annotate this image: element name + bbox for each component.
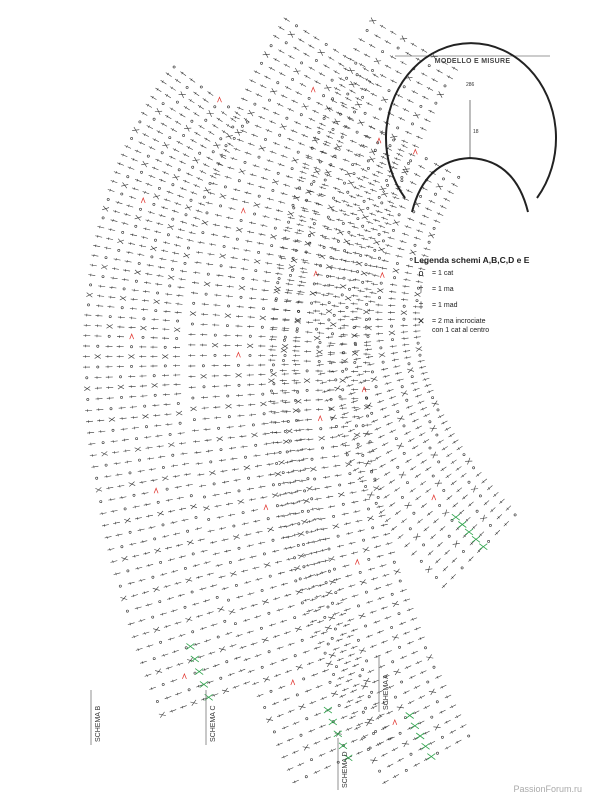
schema-d-label: SCHEMA D — [337, 738, 349, 790]
legend-label: = 2 ma incrociate con 1 cat al centro — [432, 318, 490, 334]
band-schema-d — [268, 17, 471, 784]
svg-text:SCHEMA C: SCHEMA C — [210, 705, 217, 742]
crossed-stitch-icon: ✕ — [417, 316, 425, 326]
schema-c-label: SCHEMA C — [205, 690, 217, 745]
watermark: PassionForum.ru — [513, 784, 582, 794]
treble-crochet-icon: ‡ — [418, 300, 424, 310]
legend-heading: Legenda schemi A,B,C,D e E — [414, 255, 530, 265]
chain-icon: o — [418, 268, 424, 278]
schema-b-label: SCHEMA B — [90, 690, 102, 745]
page-title: MODELLO E MISURE — [434, 58, 511, 65]
model-height-measure: 18 — [473, 129, 479, 135]
stitch-bands — [82, 17, 517, 784]
svg-text:SCHEMA D: SCHEMA D — [342, 751, 349, 788]
band-schema-c — [188, 17, 395, 784]
legend: Legenda schemi A,B,C,D e E o = 1 cat † =… — [414, 255, 584, 342]
legend-item-treble-crochet: ‡ = 1 mad — [414, 301, 584, 310]
svg-text:SCHEMA B: SCHEMA B — [95, 705, 102, 742]
legend-label: = 1 ma — [432, 286, 454, 293]
legend-item-chain: o = 1 cat — [414, 269, 584, 278]
model-shape: 286 18 — [385, 42, 557, 213]
legend-item-double-crochet: † = 1 ma — [414, 285, 584, 294]
band-schema-a — [312, 125, 517, 589]
legend-label: = 1 mad — [432, 302, 458, 309]
svg-text:SCHEMA A: SCHEMA A — [383, 674, 390, 710]
schema-a-label: SCHEMA A — [378, 655, 390, 712]
double-crochet-icon: † — [418, 284, 424, 294]
legend-item-crossed: ✕ = 2 ma incrociate con 1 cat al centro — [414, 317, 584, 335]
legend-label: = 1 cat — [432, 270, 454, 277]
band-schema-b — [82, 65, 250, 718]
model-top-measure: 286 — [466, 82, 475, 88]
